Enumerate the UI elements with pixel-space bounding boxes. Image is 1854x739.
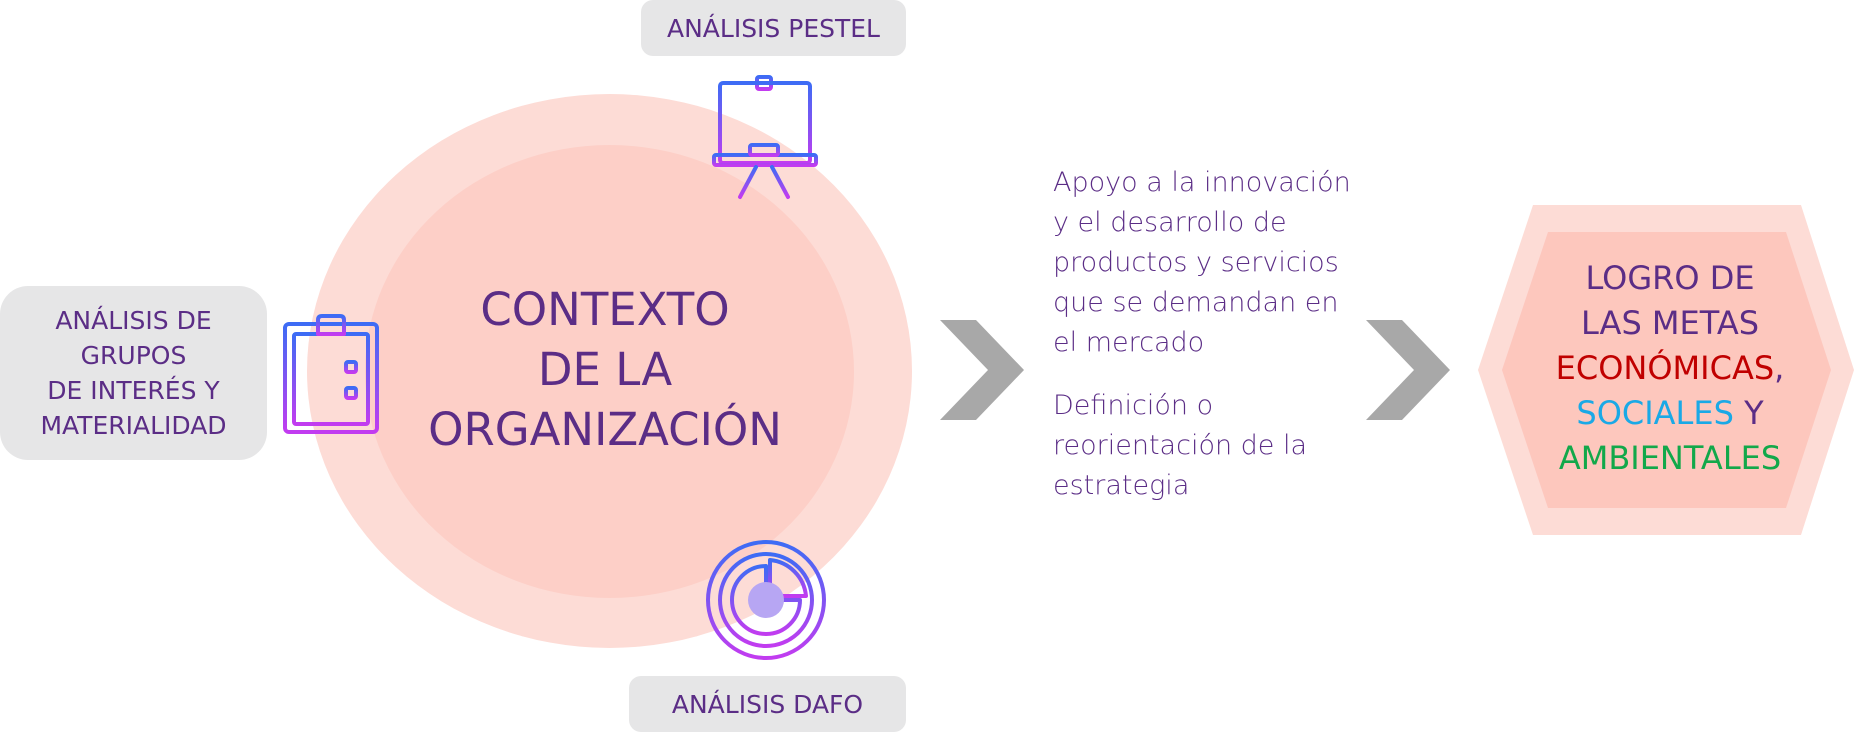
dafo-text: ANÁLISIS DAFO bbox=[671, 689, 864, 719]
pestel-text: ANÁLISIS PESTEL bbox=[666, 13, 880, 43]
outcome-strategy: Definición o reorientación de la estrate… bbox=[1053, 386, 1353, 506]
pie-chart-icon bbox=[706, 540, 826, 660]
stakeholder-analysis-label: ANÁLISIS DE GRUPOS DE INTERÉS Y MATERIAL… bbox=[0, 286, 267, 460]
goal-hexagon bbox=[1478, 205, 1854, 535]
center-line-1: CONTEXTO bbox=[480, 283, 730, 336]
outcome-1-line-4: que se demandan en bbox=[1053, 287, 1339, 318]
center-line-2: DE LA bbox=[537, 343, 673, 396]
outcome-2-line-1: Definición o bbox=[1053, 390, 1214, 421]
pestel-label: ANÁLISIS PESTEL bbox=[641, 0, 906, 56]
goal-comma: , bbox=[1774, 349, 1785, 387]
goal-line-1: LOGRO DE bbox=[1585, 259, 1755, 297]
goal-economic: ECONÓMICAS bbox=[1555, 349, 1775, 387]
outcome-2-line-3: estrategia bbox=[1053, 470, 1190, 501]
stakeholder-line-1: ANÁLISIS DE bbox=[55, 306, 212, 335]
context-inner-circle bbox=[365, 145, 854, 598]
stakeholder-line-3: DE INTERÉS Y bbox=[47, 376, 220, 405]
goal-environmental: AMBIENTALES bbox=[1558, 439, 1782, 477]
outcome-1-line-2: y el desarrollo de bbox=[1053, 207, 1287, 238]
outcome-2-line-2: reorientación de la bbox=[1053, 430, 1308, 461]
outcome-1-line-3: productos y servicios bbox=[1053, 247, 1339, 278]
stakeholder-line-2: GRUPOS bbox=[80, 341, 187, 370]
goal-text: LOGRO DE LAS METAS ECONÓMICAS, SOCIALES … bbox=[1500, 256, 1840, 481]
outcome-innovation: Apoyo a la innovación y el desarrollo de… bbox=[1053, 163, 1353, 363]
goal-line-3: ECONÓMICAS, bbox=[1500, 346, 1840, 391]
goal-and: Y bbox=[1733, 394, 1764, 432]
outcome-1-line-5: el mercado bbox=[1053, 327, 1205, 358]
center-line-3: ORGANIZACIÓN bbox=[428, 403, 782, 456]
center-title: CONTEXTO DE LA ORGANIZACIÓN bbox=[400, 280, 810, 460]
presentation-board-icon bbox=[712, 75, 818, 199]
goal-line-5: AMBIENTALES bbox=[1500, 436, 1840, 481]
goal-line-2: LAS METAS bbox=[1580, 304, 1760, 342]
chevron-right-icon bbox=[1366, 320, 1450, 420]
chevron-right-icon bbox=[940, 320, 1024, 420]
clipboard-checklist-icon bbox=[283, 314, 379, 434]
goal-line-4: SOCIALES Y bbox=[1500, 391, 1840, 436]
dafo-label: ANÁLISIS DAFO bbox=[629, 676, 906, 732]
outcome-1-line-1: Apoyo a la innovación bbox=[1053, 167, 1351, 198]
stakeholder-line-4: MATERIALIDAD bbox=[40, 411, 227, 440]
goal-social: SOCIALES bbox=[1576, 394, 1734, 432]
